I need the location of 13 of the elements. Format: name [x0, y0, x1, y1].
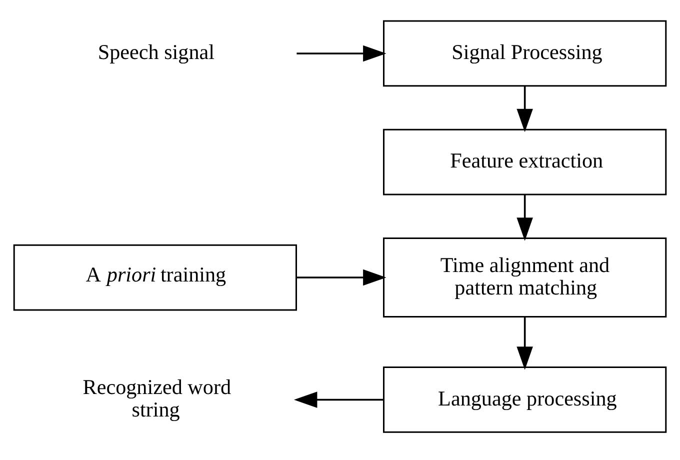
arrow	[296, 269, 386, 286]
arrow	[516, 86, 533, 132]
arrow	[516, 317, 533, 370]
node-box: A priori training	[13, 244, 297, 311]
node-box: Feature extraction	[383, 128, 667, 196]
node-box: Signal Processing	[383, 20, 667, 87]
node-box: Time alignment and pattern matching	[383, 238, 667, 318]
arrow	[296, 45, 386, 62]
arrow	[516, 194, 533, 241]
arrow	[294, 392, 384, 408]
node-text: Speech signal	[98, 40, 215, 64]
node-box: Language processing	[383, 366, 667, 433]
node-text: Recognized word string	[82, 375, 232, 422]
